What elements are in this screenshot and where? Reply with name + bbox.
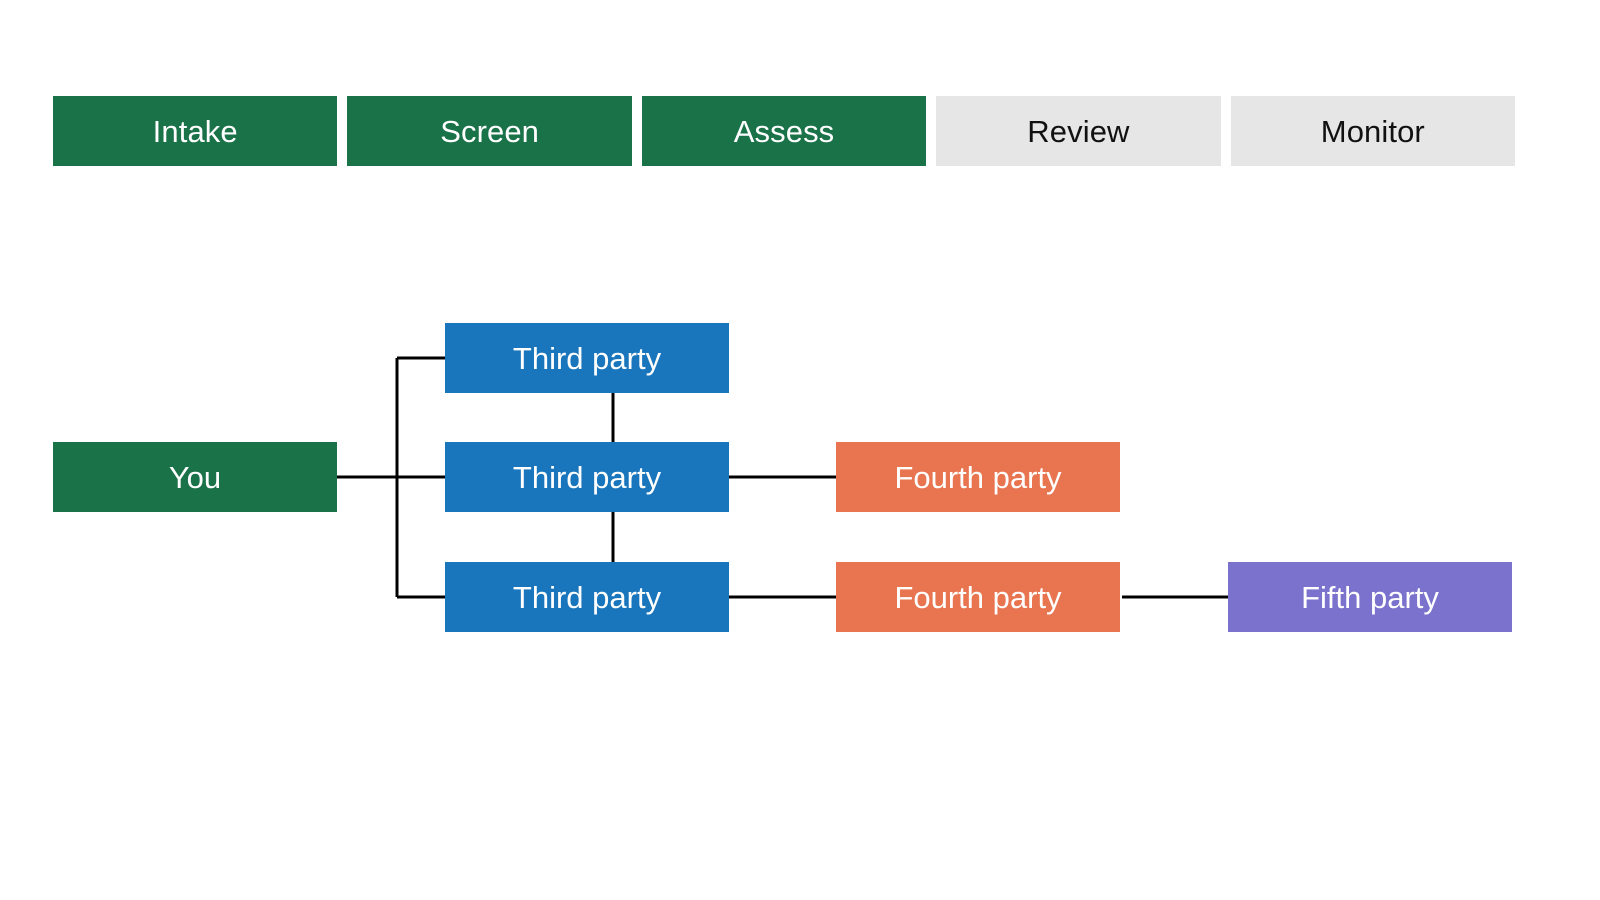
stage-chip-screen[interactable]: Screen bbox=[347, 96, 632, 166]
node-label: Fourth party bbox=[894, 579, 1062, 615]
node-label: Fourth party bbox=[894, 459, 1062, 495]
stage-chip-label: Intake bbox=[152, 113, 238, 149]
stage-chip-assess[interactable]: Assess bbox=[641, 96, 927, 166]
node-fourth-party-2[interactable]: Fourth party bbox=[836, 562, 1120, 632]
stage-chip-label: Assess bbox=[733, 113, 835, 149]
node-label: Fifth party bbox=[1301, 579, 1439, 615]
node-label: Third party bbox=[512, 340, 662, 376]
node-label: Third party bbox=[512, 459, 662, 495]
stage-chip-intake[interactable]: Intake bbox=[53, 96, 338, 166]
stage-progress-bar: Intake Screen Assess Review Monitor bbox=[53, 96, 1516, 166]
node-label: Third party bbox=[512, 579, 662, 615]
stage-chip-label: Review bbox=[1027, 113, 1130, 149]
node-third-party-3[interactable]: Third party bbox=[445, 562, 729, 632]
node-label: You bbox=[168, 459, 222, 495]
node-third-party-2[interactable]: Third party bbox=[445, 442, 729, 512]
stage-chip-label: Monitor bbox=[1320, 113, 1425, 149]
stage-chip-review[interactable]: Review bbox=[936, 96, 1221, 166]
node-fourth-party-1[interactable]: Fourth party bbox=[836, 442, 1120, 512]
node-third-party-1[interactable]: Third party bbox=[445, 323, 729, 393]
node-fifth-party-1[interactable]: Fifth party bbox=[1228, 562, 1512, 632]
stage-chip-monitor[interactable]: Monitor bbox=[1230, 96, 1516, 166]
stage-chip-label: Screen bbox=[440, 113, 540, 149]
node-you[interactable]: You bbox=[53, 442, 337, 512]
